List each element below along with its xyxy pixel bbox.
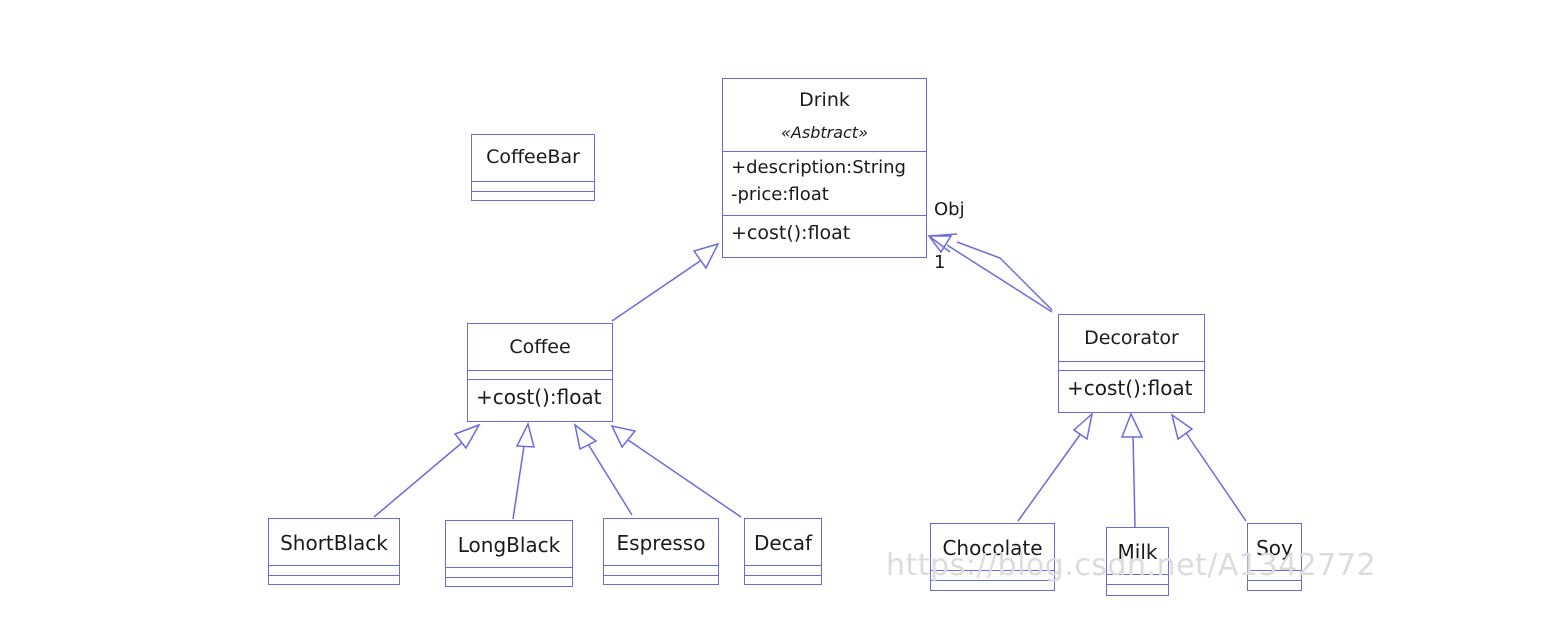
class-decorator-method: +cost():float	[1067, 376, 1193, 400]
inherit-line-shortblack	[373, 440, 465, 518]
class-coffeebar-name: CoffeeBar	[486, 146, 580, 168]
inherit-line-chocolate	[1017, 431, 1083, 522]
class-coffeebar-separator-2	[472, 191, 594, 192]
class-drink: Drink «Asbtract» +description:String -pr…	[722, 78, 927, 258]
class-drink-attribute: -price:float	[731, 184, 829, 205]
class-milk-separator-1	[1107, 574, 1168, 575]
class-decaf-name: Decaf	[754, 531, 812, 555]
class-shortblack-separator-1	[269, 565, 399, 566]
class-coffee: Coffee +cost():float	[467, 323, 613, 422]
class-chocolate-name: Chocolate	[942, 536, 1043, 560]
inherit-arrowhead-coffee-drink	[692, 242, 720, 270]
class-longblack-name: LongBlack	[457, 533, 561, 557]
class-decorator-separator-1	[1059, 361, 1204, 362]
class-decaf-separator-1	[745, 565, 821, 566]
class-drink-name: Drink	[799, 89, 850, 111]
class-milk-name: Milk	[1117, 540, 1158, 564]
class-drink-stereotype: «Asbtract»	[781, 123, 868, 142]
inherit-line-milk	[1132, 433, 1136, 528]
inherit-arrowhead-shortblack	[453, 423, 481, 450]
inherit-line-longblack	[512, 445, 525, 520]
inherit-arrowhead-decaf	[610, 424, 637, 449]
class-longblack: LongBlack	[445, 520, 573, 587]
inherit-line-coffee-drink	[611, 258, 704, 322]
class-decaf: Decaf	[744, 518, 822, 585]
inherit-line-decorator-drink	[946, 244, 1053, 313]
class-espresso-separator-1	[604, 565, 718, 566]
inherit-arrowhead-espresso	[573, 423, 598, 451]
class-espresso-separator-2	[604, 575, 718, 576]
class-decorator-separator-2	[1059, 370, 1204, 371]
class-decorator: Decorator +cost():float	[1058, 314, 1205, 413]
class-drink-method: +cost():float	[731, 222, 851, 244]
inherit-arrowhead-chocolate	[1072, 411, 1094, 441]
aggregation-arrow-upper	[928, 233, 958, 237]
class-espresso: Espresso	[603, 518, 719, 585]
class-shortblack-name: ShortBlack	[280, 531, 388, 555]
aggregation-line-decorator-drink	[956, 241, 1053, 311]
inherit-arrowhead-soy	[1170, 413, 1194, 441]
association-role-label: Obj	[934, 199, 965, 220]
class-chocolate-separator-2	[931, 580, 1054, 581]
class-longblack-separator-2	[446, 577, 572, 578]
class-soy-separator-2	[1248, 580, 1301, 581]
class-soy-name: Soy	[1256, 536, 1293, 560]
class-shortblack-separator-2	[269, 575, 399, 576]
class-drink-separator-2	[723, 215, 926, 216]
inherit-line-decaf	[627, 439, 742, 518]
class-coffeebar-separator-1	[472, 181, 594, 182]
inherit-line-soy	[1185, 432, 1247, 522]
class-drink-attribute: +description:String	[731, 157, 906, 178]
class-coffeebar: CoffeeBar	[471, 134, 595, 201]
class-chocolate: Chocolate	[930, 523, 1055, 591]
inherit-arrowhead-longblack	[515, 421, 535, 448]
class-coffee-name: Coffee	[509, 336, 571, 358]
aggregation-arrow-lower	[928, 235, 951, 253]
class-decorator-name: Decorator	[1084, 327, 1179, 349]
class-drink-separator-1	[723, 151, 926, 152]
inherit-line-espresso	[587, 443, 633, 516]
association-multiplicity-label: 1	[934, 252, 946, 273]
class-espresso-name: Espresso	[616, 531, 706, 555]
class-milk: Milk	[1106, 527, 1169, 596]
class-decaf-separator-2	[745, 575, 821, 576]
class-chocolate-separator-1	[931, 570, 1054, 571]
watermark: https://blog.csdn.net/A1342772	[886, 548, 1377, 583]
inherit-arrowhead-milk	[1120, 412, 1144, 438]
class-soy-separator-1	[1248, 570, 1301, 571]
class-longblack-separator-1	[446, 567, 572, 568]
class-coffee-separator-2	[468, 379, 612, 380]
class-coffee-method: +cost():float	[476, 385, 602, 409]
class-soy: Soy	[1247, 523, 1302, 591]
class-shortblack: ShortBlack	[268, 518, 400, 585]
class-coffee-separator-1	[468, 370, 612, 371]
class-milk-separator-2	[1107, 584, 1168, 585]
